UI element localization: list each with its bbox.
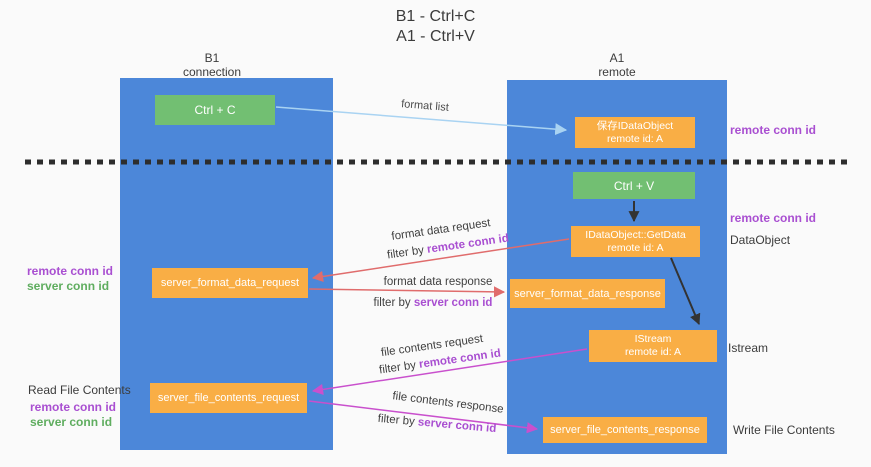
format-data-request-arrow [311, 238, 570, 283]
left-server-conn-id-2: server conn id [30, 415, 113, 429]
server-file-contents-request-label: server_file_contents_request [157, 392, 300, 404]
column-b1-role: connection [182, 65, 242, 79]
title-line-1: B1 - Ctrl+C [395, 8, 476, 25]
file-contents-response-arrow [308, 400, 539, 434]
server-conn-id-text-2: server conn id [413, 297, 493, 309]
right-dataobject-label: DataObject [730, 233, 791, 247]
node-server-format-data-request: server_format_data_request [152, 268, 308, 298]
right-remote-conn-id-mid: remote conn id [730, 211, 817, 225]
save-idataobject-line1: 保存IDataObject [596, 119, 674, 132]
save-idataobject-line2: remote id: A [606, 132, 664, 145]
format-list-arrow [275, 106, 568, 136]
istream-line1: IStream [634, 333, 672, 345]
istream-line2: remote id: A [624, 346, 682, 358]
server-format-data-response-label: server_format_data_response [514, 287, 661, 300]
left-remote-conn-id-1: remote conn id [27, 264, 114, 278]
server-format-data-request-label: server_format_data_request [160, 277, 300, 289]
right-write-file-contents-label: Write File Contents [733, 423, 835, 437]
column-header-b1: B1 connection [152, 51, 272, 79]
node-server-file-contents-request: server_file_contents_request [150, 383, 307, 413]
ctrl-c-label: Ctrl + C [194, 103, 236, 117]
node-save-idataobject: 保存IDataObject remote id: A [575, 117, 695, 148]
right-remote-conn-id-top: remote conn id [730, 123, 817, 137]
left-remote-conn-id-2: remote conn id [30, 400, 117, 414]
ctrl-v-label: Ctrl + V [613, 178, 655, 193]
node-istream: IStream remote id: A [589, 330, 717, 362]
node-ctrl-v: Ctrl + V [573, 172, 695, 199]
column-a1-name: A1 [609, 51, 625, 65]
column-a1-role: remote [598, 65, 636, 79]
filter-by-server-conn-id-label-1: filter by server conn id [374, 297, 493, 309]
node-idataobject-getdata: IDataObject::GetData remote id: A [571, 226, 700, 257]
getdata-to-istream-arrow [670, 257, 701, 326]
title-line-2: A1 - Ctrl+V [396, 28, 475, 45]
server-file-contents-response-label: server_file_contents_response [550, 424, 700, 436]
column-header-a1: A1 remote [557, 51, 677, 79]
diagram-title: B1 - Ctrl+C A1 - Ctrl+V [0, 7, 871, 47]
filter-by-text-2: filter by [373, 297, 411, 309]
node-server-format-data-response: server_format_data_response [510, 279, 665, 308]
getdata-line2: remote id: A [607, 241, 664, 254]
left-read-file-contents-label: Read File Contents [28, 383, 131, 397]
column-b1-name: B1 [204, 51, 220, 65]
node-server-file-contents-response: server_file_contents_response [543, 417, 707, 443]
right-istream-label: Istream [728, 341, 769, 355]
node-ctrl-c: Ctrl + C [155, 95, 275, 125]
getdata-line1: IDataObject::GetData [585, 228, 686, 241]
file-contents-request-arrow [311, 348, 588, 396]
format-data-response-arrow [308, 286, 506, 298]
format-data-response-label: format data response [383, 276, 493, 288]
left-server-conn-id-1: server conn id [27, 279, 110, 293]
